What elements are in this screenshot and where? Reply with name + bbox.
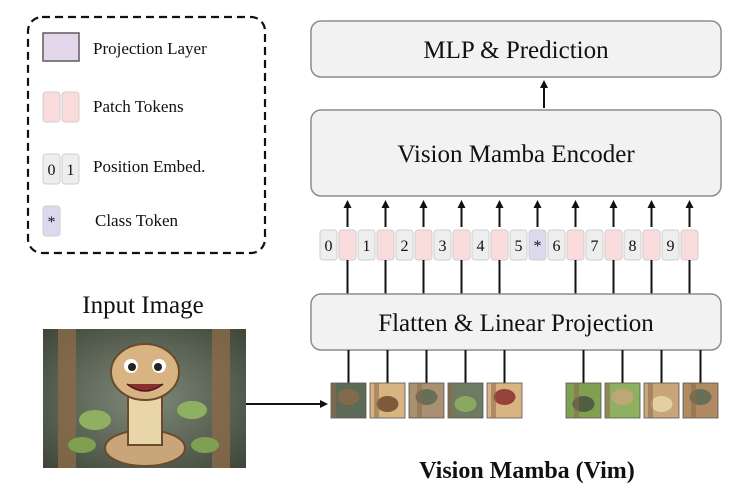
image-patch [486,382,523,419]
position-token-label: 3 [439,238,447,255]
image-patch [643,382,680,419]
image-patch [604,382,641,419]
position-token [509,229,528,261]
image-patch [369,382,406,419]
input-image [43,329,246,468]
image-patch [447,382,484,419]
position-token-label: 1 [363,238,371,255]
position-token [623,229,642,261]
patch-to-projection-lines [347,350,702,383]
pos-embed-swatch [42,153,61,185]
class-token [528,229,547,261]
position-token-label: 4 [477,238,485,255]
patch-token [604,229,623,261]
projection-layer-swatch [42,32,80,62]
class-token-swatch [42,205,61,237]
legend-projection-label: Projection Layer [93,39,207,58]
flatten-projection-block [310,293,722,351]
patch-token-swatch [61,91,80,123]
position-token [471,229,490,261]
image-patch [408,382,445,419]
diagram-title: Vision Mamba (Vim) [419,458,635,484]
patch-token [452,229,471,261]
pos-swatch-label: 1 [67,162,75,179]
image-patch [565,382,602,419]
image-patches [330,382,719,419]
patch-token [376,229,395,261]
image-patch [682,382,719,419]
position-token [547,229,566,261]
legend-border [26,15,267,255]
mlp-prediction-block [310,20,722,78]
position-token [433,229,452,261]
projection-to-token-lines [346,260,691,294]
patch-token [338,229,357,261]
patch-token [642,229,661,261]
position-token-label: 0 [325,238,333,255]
position-token [357,229,376,261]
position-token-label: 6 [553,238,561,255]
patch-token [680,229,699,261]
position-token [395,229,414,261]
input-image-label: Input Image [82,292,203,319]
legend-position-label: Position Embed. [93,157,205,176]
pos-embed-swatch [61,153,80,185]
patch-token-swatch [42,91,61,123]
position-token-label: 7 [591,238,599,255]
class-swatch-symbol: * [48,214,56,231]
position-token-label: 9 [667,238,675,255]
token-to-encoder-arrows [343,200,694,227]
class-token-label: * [534,238,542,255]
pos-swatch-label: 0 [48,162,56,179]
position-token [585,229,604,261]
flatten-projection-label: Flatten & Linear Projection [378,310,654,337]
mlp-prediction-label: MLP & Prediction [423,37,609,64]
token-sequence: 0 1 2 3 4 5 * 6 7 8 9 [319,229,699,261]
encoder-block [310,109,722,197]
position-token [319,229,338,261]
legend-class-label: Class Token [95,211,179,230]
image-patch [330,382,367,419]
encoder-label: Vision Mamba Encoder [397,141,635,168]
position-token-label: 5 [515,238,523,255]
position-token-label: 2 [401,238,409,255]
patch-token [566,229,585,261]
legend: Projection Layer Patch Tokens 0 1 Positi… [26,15,267,255]
patch-token [490,229,509,261]
position-token [661,229,680,261]
patch-token [414,229,433,261]
position-token-label: 8 [629,238,637,255]
legend-patch-label: Patch Tokens [93,97,184,116]
